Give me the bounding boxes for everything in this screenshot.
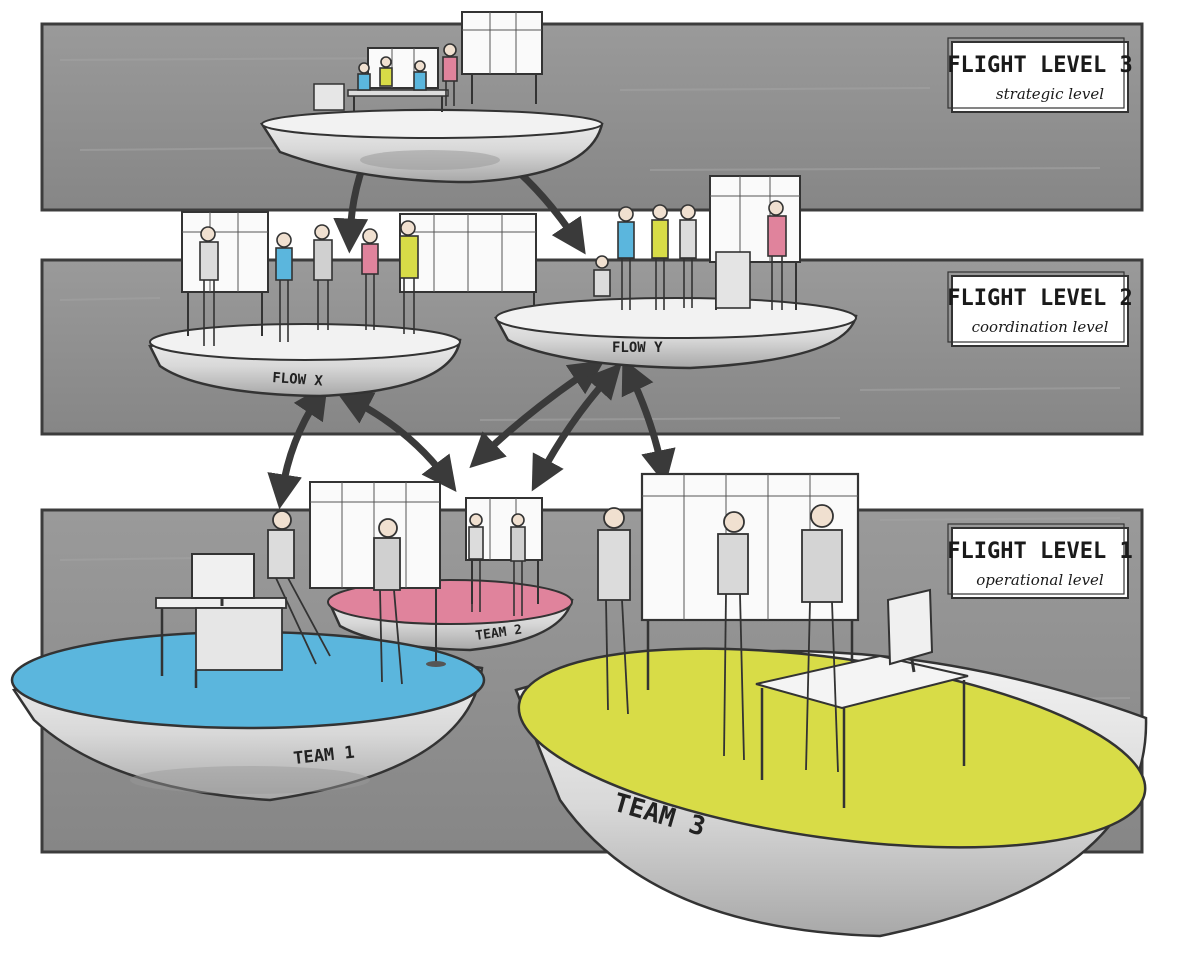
arrow-flowx-team1 [267, 383, 328, 510]
people-flow-x [199, 220, 419, 346]
monitor-icon [191, 553, 255, 606]
level-2-subtitle: coordination level [972, 318, 1109, 336]
kanban-board-icon [181, 211, 269, 336]
desk-icon [313, 83, 449, 112]
team-3-platform: TEAM 3 [514, 472, 1148, 938]
monitor-icon [886, 588, 934, 673]
arrow-flowy-team3b [621, 358, 676, 486]
level-3-title: FLIGHT LEVEL 3 [947, 53, 1132, 78]
arrow-flowy-team3a [531, 363, 622, 492]
strategic-platform [259, 11, 604, 184]
flow-y-platform: FLOW Y [494, 175, 858, 370]
team-2-label: TEAM 2 [474, 623, 523, 644]
level-2-label: FLIGHT LEVEL 2 coordination level [947, 271, 1133, 347]
kanban-board-icon [461, 11, 543, 104]
level-3-label: FLIGHT LEVEL 3 strategic level [947, 37, 1133, 113]
level-2-title: FLIGHT LEVEL 2 [947, 286, 1132, 311]
band-texture [59, 57, 1131, 701]
people-strategic [357, 43, 458, 106]
level-1-title: FLIGHT LEVEL 1 [947, 539, 1132, 564]
kanban-board-icon [367, 47, 439, 89]
people-flow-y [593, 200, 787, 310]
flow-y-label: FLOW Y [612, 340, 663, 356]
team-2-platform: TEAM 2 [327, 497, 574, 652]
level-3-subtitle: strategic level [996, 85, 1104, 103]
people-team-2 [468, 513, 526, 616]
arrow-flowx-team2 [336, 391, 457, 492]
people-team-1 [267, 510, 403, 685]
flow-x-platform: FLOW X [148, 211, 537, 398]
team-1-platform: TEAM 1 [10, 481, 486, 802]
kanban-board-icon [399, 213, 537, 316]
people-team-3 [597, 504, 843, 773]
filing-cabinet [715, 251, 751, 309]
level-1-label: FLIGHT LEVEL 1 operational level [947, 523, 1133, 599]
flow-x-label: FLOW X [272, 370, 324, 390]
level-1-subtitle: operational level [976, 571, 1104, 589]
